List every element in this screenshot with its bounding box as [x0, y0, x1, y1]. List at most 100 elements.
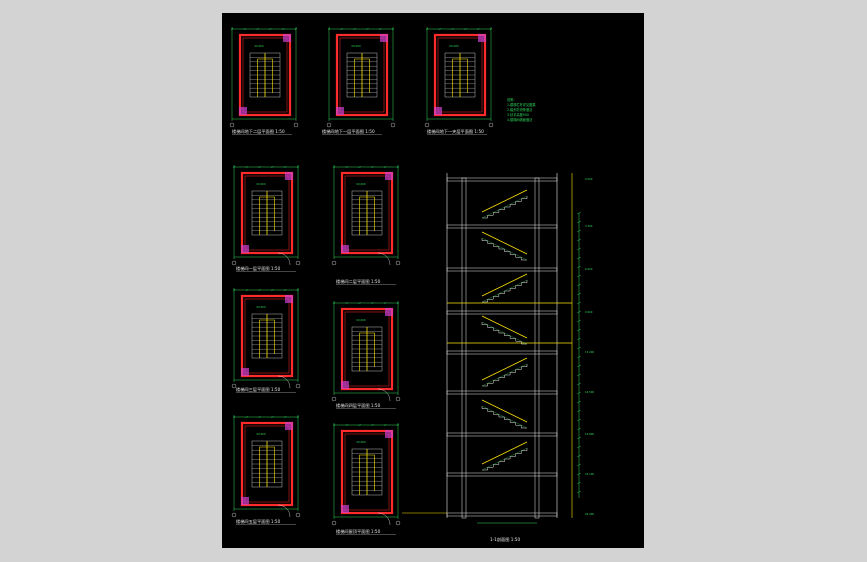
stair-plan-9: ±0.000 楼梯间屋顶平面图 1:50	[331, 423, 401, 535]
column-hatch	[434, 107, 442, 115]
dimension-tick	[576, 418, 582, 422]
stair-slab	[481, 195, 528, 219]
axis-bubble	[295, 512, 301, 518]
dimension-tick	[340, 27, 343, 31]
dimension-tick	[282, 27, 285, 31]
dimension-tick	[396, 165, 400, 169]
dimension-tick	[353, 27, 356, 31]
floor-slab	[446, 472, 558, 477]
section-handrail	[481, 315, 528, 339]
dimension-tick	[379, 27, 382, 31]
column-hatch	[241, 368, 249, 376]
dimension-tick	[576, 454, 582, 458]
stair-wall-inner	[344, 311, 390, 387]
column-hatch	[341, 245, 349, 253]
axis-bubble	[331, 260, 337, 266]
stair-wall	[433, 33, 487, 117]
dimension-tick	[576, 283, 582, 287]
dimension-tick	[366, 27, 369, 31]
axis-bubble	[326, 122, 332, 128]
level-mark: ±0.000	[356, 440, 366, 444]
walk-line	[259, 196, 275, 235]
dimension-tick	[576, 274, 582, 278]
walk-line	[452, 58, 468, 97]
walk-line	[354, 58, 370, 97]
dimension-tick	[576, 481, 582, 485]
stair-wall	[240, 294, 294, 378]
dimension-tick	[371, 423, 374, 427]
dimension-tick	[232, 288, 236, 292]
dimension-tick	[232, 415, 236, 419]
floor-level: 6.600	[585, 267, 593, 271]
dimension-tick	[576, 490, 582, 494]
axis-bubble	[424, 122, 430, 128]
dimension-tick	[243, 27, 246, 31]
dimension-tick	[345, 301, 348, 305]
plan-title: 楼梯间地下一夹层平面图 1:50	[427, 128, 484, 135]
door-swing	[377, 512, 391, 526]
dimension-tick	[269, 27, 272, 31]
dimension-tick	[384, 165, 387, 169]
axis-bubble	[229, 122, 235, 128]
note-line: 2.踏步防滑条做法	[507, 107, 532, 112]
dimension-tick	[489, 27, 493, 31]
floor-slab	[446, 224, 558, 229]
stair-slab	[481, 321, 528, 345]
dimension-tick	[327, 27, 331, 31]
stair-wall	[340, 429, 394, 515]
level-mark: ±0.000	[356, 182, 366, 186]
floor-level: 19.800	[585, 432, 594, 436]
column-hatch	[241, 245, 249, 253]
dimension-tick	[576, 292, 582, 296]
column-hatch	[341, 381, 349, 389]
stair-wall-inner	[244, 298, 290, 374]
plan-title: 楼梯间地下二层平面图 1:50	[232, 128, 285, 135]
dimension-tick	[576, 427, 582, 431]
door-swing	[377, 388, 391, 402]
stair-wall	[335, 33, 389, 117]
floor-level: 0.000	[585, 177, 593, 181]
axis-bubble	[395, 260, 401, 266]
dimension-tick	[576, 355, 582, 359]
dimension-tick	[464, 27, 467, 31]
column-hatch	[241, 497, 249, 505]
dimension-tick	[576, 238, 582, 242]
dimension-tick	[576, 310, 582, 314]
column-hatch	[385, 308, 393, 316]
axis-bubble	[293, 122, 299, 128]
axis-bubble	[231, 260, 237, 266]
dimension-tick	[576, 364, 582, 368]
dimension-tick	[576, 346, 582, 350]
dimension-tick	[477, 27, 480, 31]
dimension-tick	[284, 415, 287, 419]
dimension-tick	[576, 211, 582, 215]
walk-line	[259, 446, 275, 487]
stair-slab	[481, 447, 528, 471]
walk-line	[259, 319, 275, 358]
note-line: 3.扶手高度900	[507, 112, 529, 117]
column-hatch	[341, 505, 349, 513]
level-mark: ±0.000	[254, 44, 264, 48]
dimension-tick	[576, 319, 582, 323]
floor-level: 23.100	[585, 472, 594, 476]
floor-level: 16.500	[585, 390, 594, 394]
stair-wall	[238, 33, 292, 117]
plan-title: 楼梯间屋顶平面图 1:50	[336, 528, 381, 535]
level-mark: ±0.000	[449, 44, 459, 48]
dimension-tick	[451, 27, 454, 31]
stair-wall-inner	[244, 425, 290, 503]
stair-slab	[481, 279, 528, 303]
dimension-tick	[371, 165, 374, 169]
axis-bubble	[295, 383, 301, 389]
note-line: 4.楼梯间墙面做法	[507, 117, 532, 122]
dimension-tick	[345, 165, 348, 169]
dimension-tick	[396, 301, 400, 305]
